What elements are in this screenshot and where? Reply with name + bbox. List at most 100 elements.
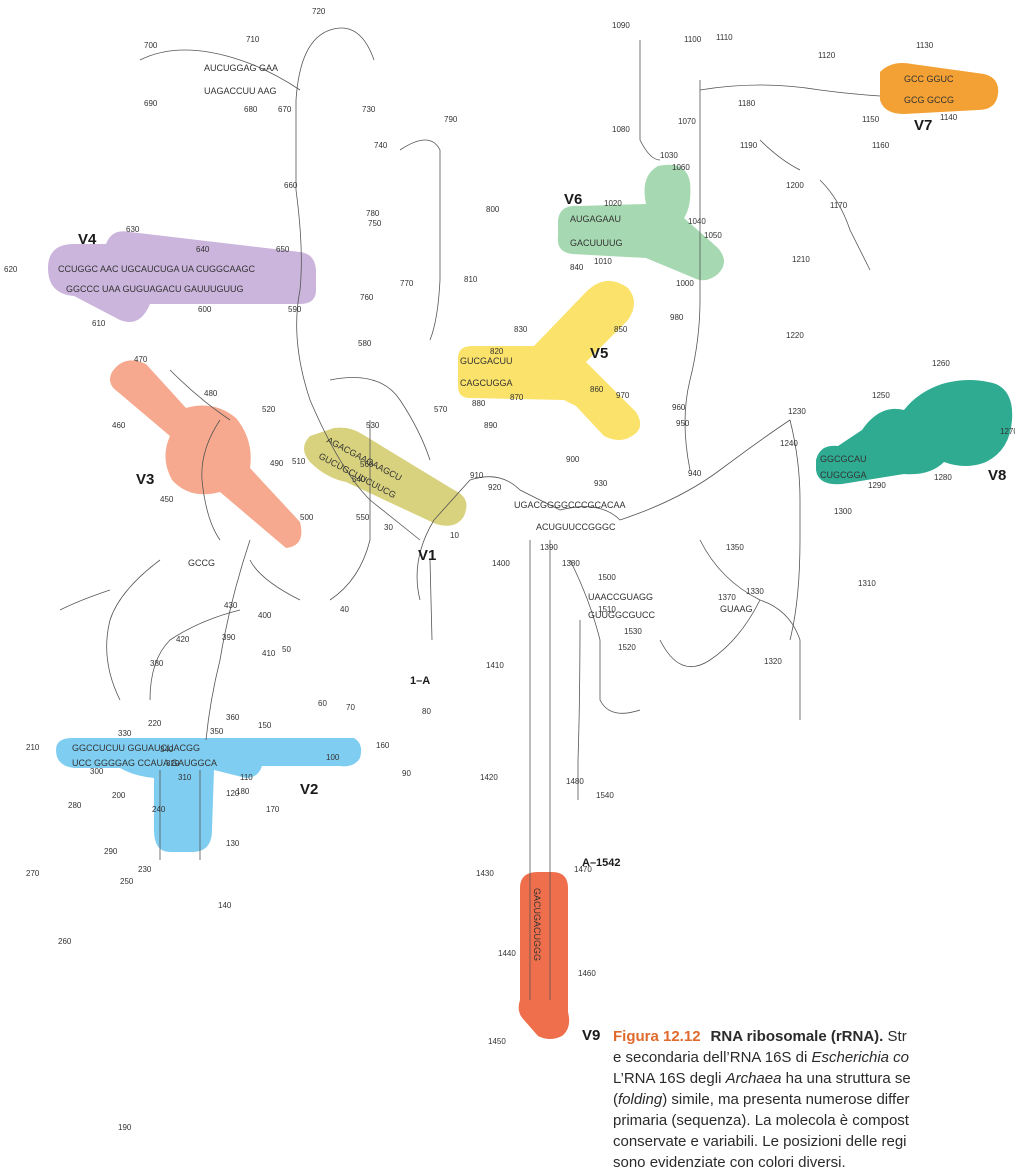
position-number-1270: 1270 <box>1000 427 1015 436</box>
seq-top-loop-a: AUCUGGAG GAA <box>204 63 278 73</box>
caption-line-2: e secondaria dell’RNA 16S di Escherichia… <box>613 1047 1013 1068</box>
caption-title: RNA ribosomale (rRNA). <box>710 1028 884 1045</box>
position-number-280: 280 <box>68 801 82 810</box>
label-3prime-end: A–1542 <box>582 857 621 869</box>
position-number-1410: 1410 <box>486 661 504 670</box>
position-number-740: 740 <box>374 141 388 150</box>
position-number-630: 630 <box>126 225 140 234</box>
seq-loop-1350: GUAAG <box>720 604 753 614</box>
position-number-1100: 1100 <box>684 35 702 44</box>
seq-v4-bottom: GGCCC UAA GUGUAGACU GAUUUGUUG <box>66 284 244 294</box>
seq-center-b: ACUGUUCCGGGC <box>536 522 616 532</box>
caption-line-7: sono evidenziate con colori diversi. <box>613 1154 846 1171</box>
position-number-340: 340 <box>160 745 174 754</box>
caption-line1-rest: Str <box>887 1028 907 1045</box>
seq-v8-bottom: CUGCGGA <box>820 470 867 480</box>
position-number-1280: 1280 <box>934 473 952 482</box>
seq-loop-5: GCCG <box>188 558 215 568</box>
position-number-830: 830 <box>514 325 528 334</box>
caption-text: e secondaria dell’RNA 16S di <box>613 1049 808 1066</box>
position-number-150: 150 <box>258 721 272 730</box>
position-number-970: 970 <box>616 391 630 400</box>
position-number-1200: 1200 <box>786 181 804 190</box>
position-number-1390: 1390 <box>540 543 558 552</box>
position-number-120: 120 <box>226 789 240 798</box>
position-number-1210: 1210 <box>792 255 810 264</box>
label-v4: V4 <box>78 231 97 248</box>
position-number-820: 820 <box>490 347 504 356</box>
position-number-240: 240 <box>152 805 166 814</box>
seq-1500-strand: UAACCGUAGG <box>588 592 653 602</box>
position-number-1370: 1370 <box>718 593 736 602</box>
position-number-930: 930 <box>594 479 608 488</box>
position-number-1010: 1010 <box>594 257 612 266</box>
position-number-750: 750 <box>368 219 382 228</box>
position-number-460: 460 <box>112 421 126 430</box>
position-number-1400: 1400 <box>492 559 510 568</box>
region-v1-highlight <box>304 427 467 526</box>
position-number-1110: 1110 <box>716 33 733 42</box>
position-number-780: 780 <box>366 209 380 218</box>
position-number-770: 770 <box>400 279 414 288</box>
seq-v7-bottom: GCG GCCG <box>904 95 954 105</box>
label-v7: V7 <box>914 117 932 134</box>
seq-v9-stem: GACUGACUGGG <box>532 888 542 961</box>
label-5prime-end: 1–A <box>410 675 430 687</box>
seq-v4-top: CCUGGC AAC UGCAUCUGA UA CUGGCAAGC <box>58 264 256 274</box>
position-number-760: 760 <box>360 293 374 302</box>
position-number-920: 920 <box>488 483 502 492</box>
position-number-10: 10 <box>450 531 459 540</box>
label-v3: V3 <box>136 471 154 488</box>
position-number-550: 550 <box>356 513 370 522</box>
position-number-860: 860 <box>590 385 604 394</box>
position-number-1020: 1020 <box>604 199 622 208</box>
seq-v5-top: GUCGACUU <box>460 356 513 366</box>
position-number-230: 230 <box>138 865 152 874</box>
seq-center-a: UGACGGGGCCCGCACAA <box>514 500 626 510</box>
label-v1: V1 <box>418 547 436 564</box>
region-v5-highlight <box>458 280 641 440</box>
position-number-840: 840 <box>570 263 584 272</box>
position-number-400: 400 <box>258 611 272 620</box>
region-v6-highlight <box>557 164 724 281</box>
caption-line-5: primaria (sequenza). La molecola è compo… <box>613 1112 909 1129</box>
position-number-670: 670 <box>278 105 292 114</box>
position-number-450: 450 <box>160 495 174 504</box>
position-number-1150: 1150 <box>862 115 880 124</box>
seq-v6-top: AUGAGAAU <box>570 214 621 224</box>
position-number-1180: 1180 <box>738 99 756 108</box>
region-v4-highlight <box>48 231 316 322</box>
position-number-330: 330 <box>118 729 132 738</box>
position-number-1040: 1040 <box>688 217 706 226</box>
position-number-1540: 1540 <box>596 791 614 800</box>
caption-line-3: L’RNA 16S degli Archaea ha una struttura… <box>613 1068 1013 1089</box>
position-number-660: 660 <box>284 181 298 190</box>
position-number-1000: 1000 <box>676 279 694 288</box>
position-number-1240: 1240 <box>780 439 798 448</box>
position-number-1440: 1440 <box>498 949 516 958</box>
seq-v6-bottom: GACUUUUG <box>570 238 623 248</box>
position-number-310: 310 <box>178 773 192 782</box>
position-number-90: 90 <box>402 769 411 778</box>
position-number-140: 140 <box>218 901 232 910</box>
position-number-590: 590 <box>288 305 302 314</box>
label-v2: V2 <box>300 781 318 798</box>
position-number-1080: 1080 <box>612 125 630 134</box>
label-v9: V9 <box>582 1027 600 1044</box>
rna-backbone <box>59 27 881 1000</box>
position-number-700: 700 <box>144 41 158 50</box>
position-number-910: 910 <box>470 471 484 480</box>
seq-v2-bottom: UCC GGGGAG CCAUA GAUGGCA <box>72 758 217 768</box>
position-number-520: 520 <box>262 405 276 414</box>
position-number-490: 490 <box>270 459 284 468</box>
position-number-1260: 1260 <box>932 359 950 368</box>
seq-v2-top: GGCCUCUU GGUAUCUACGG <box>72 743 200 753</box>
position-number-800: 800 <box>486 205 500 214</box>
position-number-80: 80 <box>422 707 431 716</box>
position-number-160: 160 <box>376 741 390 750</box>
position-number-720: 720 <box>312 7 326 16</box>
position-number-1480: 1480 <box>566 777 584 786</box>
position-number-1050: 1050 <box>704 231 722 240</box>
